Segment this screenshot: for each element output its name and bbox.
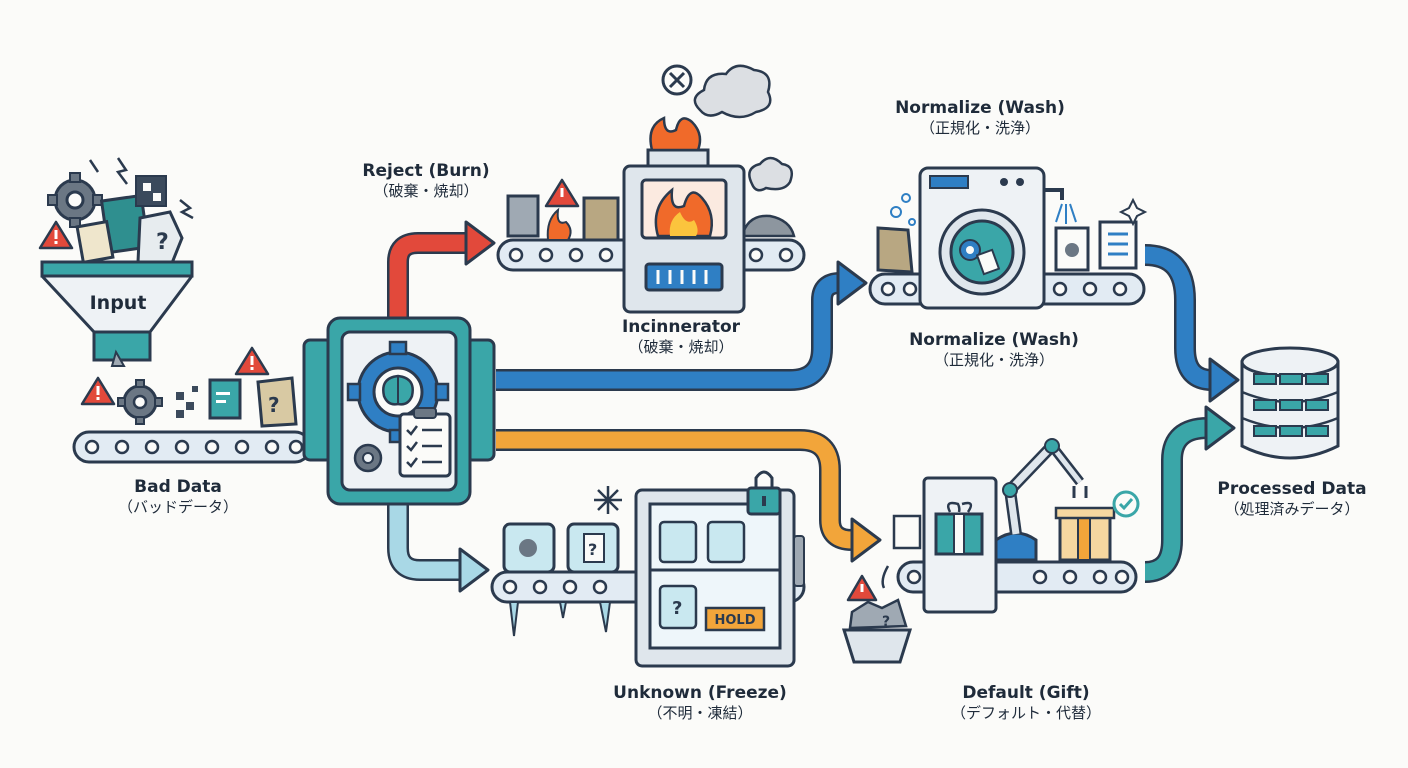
input-debris: ?	[38, 157, 194, 270]
svg-text:?: ?	[156, 230, 169, 255]
input-funnel: ? Input	[38, 157, 194, 367]
ice-cube-icon: ?	[566, 522, 620, 574]
sorting-machine	[302, 316, 496, 506]
document-icon	[208, 378, 242, 420]
icicles	[508, 601, 612, 637]
input-label: Input	[90, 292, 147, 314]
reject-bin: ?	[841, 565, 913, 664]
normalize-bottom-label: Normalize (Wash) （正規化・洗浄）	[894, 329, 1094, 371]
normalize-arrow	[496, 260, 868, 391]
processed-data-title: Processed Data	[1217, 479, 1367, 499]
question-doc-icon: ?	[136, 210, 184, 270]
normalize-bottom-title: Normalize (Wash)	[909, 330, 1079, 350]
washer-station	[868, 166, 1148, 310]
incinerator-label: Incinnerator （破棄・焼却）	[596, 316, 766, 358]
normalize-top-subtitle: （正規化・洗浄）	[919, 119, 1040, 138]
padlock-icon	[746, 470, 782, 516]
default-label: Default (Gift) （デフォルト・代替）	[926, 682, 1126, 724]
checklist-icon	[398, 407, 452, 478]
check-circle-icon	[1112, 490, 1140, 518]
bad-data-label: Bad Data （バッドデータ）	[108, 476, 248, 518]
default-subtitle: （デフォルト・代替）	[950, 704, 1101, 723]
normalize-top-title: Normalize (Wash)	[895, 98, 1065, 118]
close-x-icon	[661, 64, 693, 96]
bad-data-conveyor: ?	[72, 346, 312, 464]
wash-to-processed-arrow	[1144, 244, 1240, 403]
reject-title: Reject (Burn)	[362, 161, 490, 181]
document-icon	[892, 514, 922, 550]
normalize-bottom-subtitle: （正規化・洗浄）	[933, 351, 1054, 370]
warning-icon	[234, 346, 270, 376]
unknown-arrow	[387, 505, 490, 593]
gift-to-processed-arrow	[1144, 405, 1236, 583]
unknown-title: Unknown (Freeze)	[613, 683, 787, 703]
svg-text:?: ?	[672, 598, 682, 619]
svg-text:HOLD: HOLD	[714, 613, 755, 628]
gear-icon	[353, 443, 383, 473]
reject-label: Reject (Burn) （破棄・焼却）	[346, 160, 506, 202]
robot-arm	[994, 438, 1088, 562]
gear-icon	[117, 379, 163, 425]
incinerator-station	[496, 64, 806, 314]
processed-data-label: Processed Data （処理済みデータ）	[1204, 478, 1380, 520]
svg-text:?: ?	[588, 540, 597, 559]
clean-doc-icon	[1054, 226, 1090, 272]
bubbles	[890, 193, 916, 226]
hold-sign: HOLD	[704, 606, 766, 632]
default-arrow	[496, 429, 882, 563]
ice-cube-icon	[502, 522, 556, 574]
freezer-station: ? ? HOLD	[490, 470, 806, 668]
unknown-label: Unknown (Freeze) （不明・凍結）	[600, 682, 800, 724]
lightning-spark-icon	[88, 157, 194, 220]
normalize-top-label: Normalize (Wash) （正規化・洗浄）	[880, 97, 1080, 139]
bad-data-subtitle: （バッドデータ）	[117, 498, 238, 517]
database-icon	[1240, 346, 1340, 460]
smoke-cloud	[693, 64, 772, 119]
gear-icon	[959, 239, 981, 261]
unknown-subtitle: （不明・凍結）	[647, 704, 753, 723]
clean-doc-icon	[1098, 220, 1138, 270]
svg-text:?: ?	[268, 393, 280, 417]
flow-arrows	[387, 220, 1240, 593]
belt-items: ?	[80, 346, 298, 428]
warning-icon	[38, 220, 74, 250]
incinerator-subtitle: （破棄・焼却）	[628, 338, 734, 357]
reject-arrow	[387, 220, 496, 318]
warning-icon	[80, 376, 116, 406]
burning-items	[506, 156, 796, 242]
document-icon	[75, 219, 115, 265]
default-title: Default (Gift)	[962, 683, 1090, 703]
sparkle-icon	[1118, 197, 1148, 227]
reject-subtitle: （破棄・焼却）	[373, 182, 479, 201]
bad-data-title: Bad Data	[134, 477, 222, 497]
snowflake-icon	[594, 486, 622, 514]
processed-data-subtitle: （処理済みデータ）	[1224, 500, 1360, 519]
dirty-doc-icon	[876, 226, 914, 274]
svg-text:?: ?	[882, 614, 890, 630]
gear-icon	[47, 172, 103, 228]
incinerator-title: Incinnerator	[621, 317, 741, 337]
question-doc-icon: ?	[256, 376, 298, 428]
glitch-block-icon	[176, 386, 198, 418]
gift-station: ?	[841, 438, 1140, 664]
gift-box-icon	[934, 501, 984, 556]
gift-box-icon	[1054, 506, 1116, 562]
